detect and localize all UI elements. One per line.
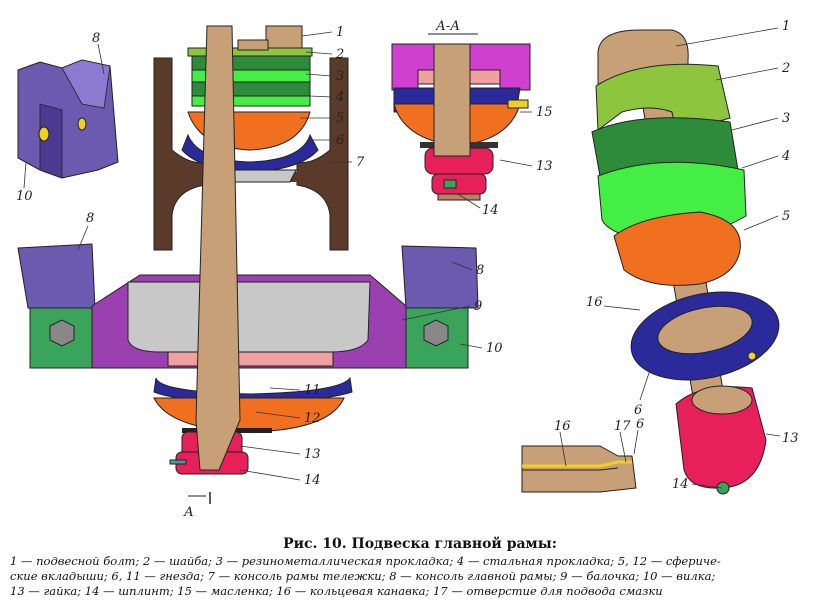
section-label-13: 13 <box>536 159 553 174</box>
caption-title: Рис. 10. Подвеска главной рамы: <box>283 536 557 552</box>
bolt <box>195 25 241 471</box>
main-label-2: 2 <box>335 47 344 62</box>
detail-label-16: 16 <box>554 419 571 434</box>
main-label-7: 7 <box>356 155 365 170</box>
section-label-14: 14 <box>482 203 499 218</box>
section-title: А-А <box>435 19 460 34</box>
fork-label-10: 10 <box>16 189 33 204</box>
main-label-10: 10 <box>486 341 503 356</box>
main-label-5: 5 <box>336 111 344 126</box>
oiler <box>507 99 529 109</box>
main-view <box>17 25 479 504</box>
exploded-label-4: 4 <box>781 149 790 164</box>
bogie-console-right <box>296 57 349 251</box>
main-label-8: 8 <box>86 211 94 226</box>
groove-detail <box>521 445 637 493</box>
frame-console-left <box>17 243 96 309</box>
exploded-label-5: 5 <box>782 209 790 224</box>
main-label-8b: 8 <box>476 263 484 278</box>
main-label-11: 11 <box>304 383 321 398</box>
section-label-15: 15 <box>536 105 553 120</box>
suspension-diagram: 1 2 3 4 5 6 7 8 8 9 10 11 12 13 14 А 8 1… <box>16 19 799 520</box>
section-arrow-label: А <box>183 505 194 520</box>
exploded-label-14: 14 <box>672 477 689 492</box>
section-view-aa <box>391 33 531 201</box>
caption-legend: 1 — подвесной болт; 2 — шайба; 3 — резин… <box>10 554 830 599</box>
main-label-13: 13 <box>304 447 321 462</box>
main-label-4: 4 <box>335 90 344 105</box>
exploded-label-1: 1 <box>782 19 790 34</box>
main-label-14: 14 <box>304 473 321 488</box>
caption-line-2: ские вкладыши; 6, 11 — гнезда; 7 — консо… <box>10 569 716 583</box>
fork-label-8: 8 <box>92 31 100 46</box>
detail-label-6: 6 <box>636 417 644 432</box>
corner-fork-view <box>17 59 119 179</box>
main-label-6: 6 <box>336 133 344 148</box>
exploded-label-13: 13 <box>782 431 799 446</box>
main-label-9: 9 <box>474 299 482 314</box>
detail-label-17: 17 <box>614 419 631 434</box>
exploded-label-16: 16 <box>586 295 603 310</box>
caption-line-1: 1 — подвесной болт; 2 — шайба; 3 — резин… <box>10 554 721 568</box>
exploded-label-3: 3 <box>782 111 790 126</box>
main-label-1: 1 <box>336 25 344 40</box>
main-label-3: 3 <box>336 69 344 84</box>
figure-caption: Рис. 10. Подвеска главной рамы: 1 — подв… <box>0 532 840 612</box>
leader-lines <box>23 27 781 489</box>
exploded-label-2: 2 <box>781 61 790 76</box>
frame-console-right <box>401 245 479 309</box>
exploded-view <box>591 29 780 495</box>
bolt-head <box>265 25 303 49</box>
exploded-label-6: 6 <box>634 403 642 418</box>
main-label-12: 12 <box>304 411 321 426</box>
caption-line-3: 13 — гайка; 14 — шплинт; 15 — масленка; … <box>10 584 663 598</box>
